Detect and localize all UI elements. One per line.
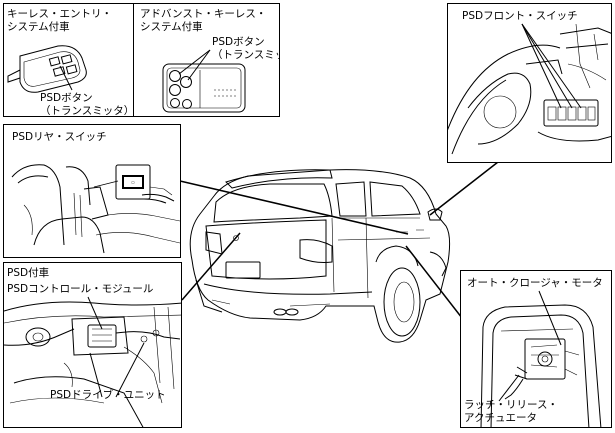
keyless-psd-button-label: PSDボタン （トランスミッタ） bbox=[40, 92, 134, 117]
leader-front-switch bbox=[429, 161, 499, 216]
latch-actuator-label: ラッチ・リリース・ アクチュエータ bbox=[464, 399, 558, 424]
keyless-title: キーレス・エントリ・ システム付車 bbox=[7, 8, 112, 33]
panel-keyless-entry: キーレス・エントリ・ システム付車 PSDボタン （トランスミッタ） bbox=[3, 3, 134, 117]
interior-illustration: ▭ bbox=[11, 164, 180, 254]
panel-rear-switch: PSDリヤ・スイッチ ▭ bbox=[3, 124, 181, 258]
psd-control-module-label: PSDコントロール・モジュール bbox=[7, 283, 154, 295]
door-mechanism-illustration bbox=[4, 296, 181, 427]
advanced-psd-button-label: PSDボタン （トランスミッタ） bbox=[212, 36, 279, 61]
leader-rear-switch bbox=[179, 180, 409, 235]
rear-door-latch-illustration bbox=[480, 290, 602, 427]
advanced-title: アドバンスト・キーレス・ システム付車 bbox=[140, 8, 267, 33]
dashboard-illustration bbox=[448, 23, 611, 155]
rear-switch-label: PSDリヤ・スイッチ bbox=[12, 131, 107, 143]
panel-psd-module: PSD付車 PSDコントロール・モジュール PSDドライブ・ユニット bbox=[3, 262, 182, 428]
advanced-transmitter-illustration bbox=[162, 49, 246, 113]
psd-equipped-label: PSD付車 bbox=[7, 267, 50, 279]
panel-advanced-keyless: アドバンスト・キーレス・ システム付車 PSDボタン （トランスミッタ） bbox=[133, 3, 280, 117]
psd-drive-unit-label: PSDドライブ・ユニット bbox=[50, 389, 166, 401]
panel-front-switch: PSDフロント・スイッチ bbox=[447, 3, 612, 163]
closure-motor-label: オート・クロージャ・モータ bbox=[467, 277, 603, 289]
keyless-transmitter-illustration bbox=[7, 45, 87, 93]
panel-closure-motor: オート・クロージャ・モータ ラッチ・リリース・ アクチュエータ bbox=[460, 270, 612, 428]
front-switch-label: PSDフロント・スイッチ bbox=[462, 10, 578, 22]
rear-switch-button-glyph: ▭ bbox=[131, 180, 135, 185]
